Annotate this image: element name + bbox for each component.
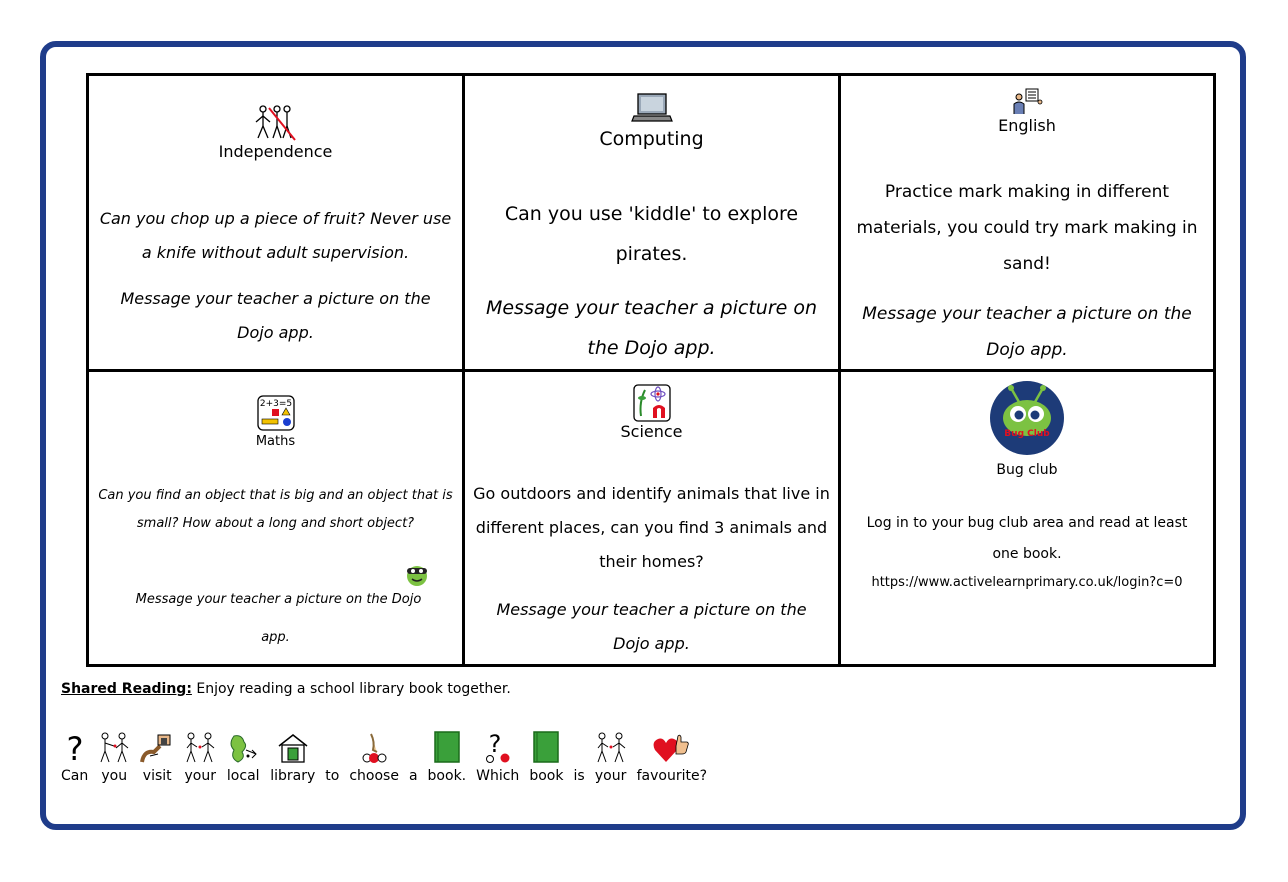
symbol-icon-slot — [531, 730, 561, 764]
question-which-icon: ? — [485, 730, 510, 763]
cell-text: app. — [261, 630, 290, 645]
cell-science: Science Go outdoors and identify animals… — [465, 372, 841, 664]
symbol-word-label: to — [325, 768, 340, 784]
cell-text: Can you use 'kiddle' to explore pirates. — [504, 203, 799, 265]
cell-title: Bug club — [996, 462, 1058, 478]
symbol-word-label: local — [226, 768, 260, 784]
maths-icon-text: 2+3=5 — [259, 399, 291, 409]
symbol-icon-slot — [432, 730, 462, 764]
symbol-word-label: your — [594, 768, 627, 784]
question-mark-icon: ? — [66, 732, 83, 764]
shared-reading-text: Enjoy reading a school library book toge… — [191, 681, 511, 697]
cell-text: Practice mark making in different materi… — [856, 182, 1198, 274]
cell-title: Science — [620, 422, 683, 441]
symbol-word: favourite? — [637, 724, 707, 784]
symbol-word-label: library — [270, 768, 316, 784]
symbol-word-label: your — [184, 768, 216, 784]
cell-text: Message your teacher a picture on the Do… — [862, 304, 1192, 360]
people-your-icon — [597, 732, 625, 763]
symbol-word: choose — [349, 724, 399, 784]
bug-club-logo-text: Bug Club — [1004, 429, 1050, 439]
symbol-icon-slot: ? — [483, 730, 513, 764]
symbol-word: to — [325, 724, 339, 784]
symbol-word-label: Can — [61, 768, 89, 784]
people-your-icon — [186, 732, 215, 763]
cell-bug-club: Bug Club Bug club Log in to your bug clu… — [841, 372, 1213, 664]
dojo-monster-icon — [407, 566, 427, 586]
symbol-word-label: visit — [142, 768, 172, 784]
cell-text: Log in to your bug club area and read at… — [866, 515, 1188, 562]
map-local-icon — [230, 735, 257, 763]
bug-club-logo-icon: Bug Club — [990, 381, 1064, 455]
symbol-icon-slot: ? — [64, 730, 86, 764]
cell-text: Message your teacher a picture on the Do… — [135, 592, 422, 607]
symbol-word: local — [226, 724, 260, 784]
symbol-icon-slot — [98, 730, 130, 764]
symbol-icon-slot — [226, 730, 260, 764]
cell-text: Can you chop up a piece of fruit? Never … — [99, 209, 452, 262]
heart-thumb-icon — [653, 734, 689, 762]
symbol-word: book — [529, 724, 563, 784]
cell-title: Maths — [255, 434, 296, 449]
people-pointing-icon — [100, 732, 129, 763]
symbol-word-label: book — [529, 768, 564, 784]
symbol-word: book. — [427, 724, 467, 784]
symbol-word-label: a — [408, 768, 418, 784]
symbol-icon-slot — [595, 730, 627, 764]
cell-computing: Computing Can you use 'kiddle' to explor… — [465, 76, 841, 372]
page-frame — [40, 41, 1246, 830]
cell-text: Message your teacher a picture on the Do… — [496, 600, 807, 653]
symbol-icon-slot — [276, 730, 310, 764]
symbol-word-label: book. — [427, 768, 467, 784]
cell-title: Independence — [218, 142, 333, 161]
symbol-word: visit — [140, 724, 174, 784]
symbol-word: library — [270, 724, 315, 784]
symbol-word: a — [409, 724, 418, 784]
shared-reading: Shared Reading: Enjoy reading a school l… — [61, 681, 511, 697]
cell-independence: Independence Can you chop up a piece of … — [89, 76, 465, 372]
green-book-icon — [533, 731, 560, 763]
symbol-icon-slot — [140, 730, 174, 764]
science-icon — [632, 384, 671, 422]
cell-text: Message your teacher a picture on the Do… — [485, 297, 818, 359]
symbol-icon-slot — [184, 730, 216, 764]
visit-icon — [140, 734, 171, 763]
cell-title: English — [998, 116, 1056, 135]
shared-reading-label: Shared Reading: — [61, 681, 192, 697]
cell-maths: 2+3=5 Maths Can you find an object that … — [89, 372, 465, 664]
independence-people-icon — [255, 105, 296, 141]
symbol-word: you — [98, 724, 130, 784]
activity-grid: Independence Can you chop up a piece of … — [86, 73, 1216, 667]
maths-icon: 2+3=5 — [256, 395, 295, 431]
symbol-word-label: choose — [349, 768, 399, 784]
symbol-icon-slot — [652, 730, 692, 764]
symbol-word: your — [184, 724, 216, 784]
laptop-icon — [630, 93, 673, 122]
cell-text: Message your teacher a picture on the Do… — [120, 289, 431, 342]
cell-text: Can you find an object that is big and a… — [98, 488, 453, 531]
symbol-word-label: Which — [476, 768, 520, 784]
symbol-icon-slot — [359, 730, 389, 764]
svg-text:?: ? — [66, 732, 83, 764]
cell-title: Computing — [599, 128, 704, 150]
choose-hand-icon — [362, 733, 387, 763]
svg-text:?: ? — [488, 730, 501, 758]
symbol-word: ? Which — [476, 724, 519, 784]
bug-club-url[interactable]: https://www.activelearnprimary.co.uk/log… — [871, 575, 1183, 590]
symbol-word: your — [595, 724, 627, 784]
green-book-icon — [434, 731, 460, 763]
cell-text: Go outdoors and identify animals that li… — [473, 484, 830, 571]
english-reading-icon — [1013, 88, 1043, 114]
symbol-word: is — [573, 724, 584, 784]
library-building-icon — [278, 734, 308, 763]
symbol-word-label: is — [573, 768, 585, 784]
cell-english: English Practice mark making in differen… — [841, 76, 1213, 372]
symbol-word-label: you — [101, 768, 128, 784]
symbol-word-label: favourite? — [636, 768, 708, 784]
symbol-word: ? Can — [61, 724, 88, 784]
